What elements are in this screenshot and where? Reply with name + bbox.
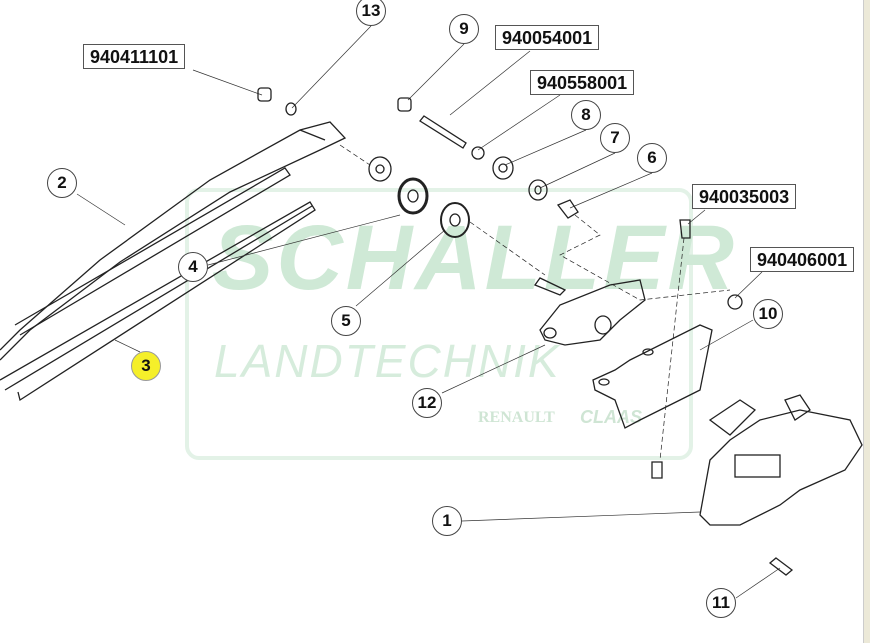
wiper-motor	[699, 394, 863, 526]
wiper-arm	[0, 121, 347, 361]
callout-12[interactable]: 12	[412, 388, 442, 418]
callout-13[interactable]: 13	[356, 0, 386, 26]
callout-6[interactable]: 6	[637, 143, 667, 173]
watermark-frame	[185, 188, 693, 460]
assembly-lines	[339, 144, 731, 461]
callout-5[interactable]: 5	[331, 306, 361, 336]
part-number-940558001[interactable]: 940558001	[530, 70, 635, 95]
watermark-schaller: SCHALLER	[212, 207, 737, 309]
callout-4[interactable]: 4	[178, 252, 208, 282]
mounting-bracket	[592, 324, 713, 429]
part-number-940406001[interactable]: 940406001	[750, 247, 855, 272]
side-panel-edge	[863, 0, 870, 643]
spindle-housing	[533, 277, 646, 346]
part-number-940054001[interactable]: 940054001	[495, 25, 600, 50]
watermark-claas: CLAAS	[580, 407, 642, 427]
callout-8[interactable]: 8	[571, 100, 601, 130]
watermark-landtechnik: LANDTECHNIK	[214, 335, 561, 387]
watermark-renault: RENAULT	[478, 409, 555, 426]
callout-7[interactable]: 7	[600, 123, 630, 153]
part-number-940035003[interactable]: 940035003	[692, 184, 797, 209]
callout-1[interactable]: 1	[432, 506, 462, 536]
callout-9[interactable]: 9	[449, 14, 479, 44]
leader-lines	[76, 25, 781, 599]
callout-2[interactable]: 2	[47, 168, 77, 198]
small-parts	[257, 87, 794, 576]
part-number-940411101[interactable]: 940411101	[83, 44, 186, 69]
callout-11[interactable]: 11	[706, 588, 736, 618]
callout-3-highlighted[interactable]: 3	[131, 351, 161, 381]
callout-10[interactable]: 10	[753, 299, 783, 329]
